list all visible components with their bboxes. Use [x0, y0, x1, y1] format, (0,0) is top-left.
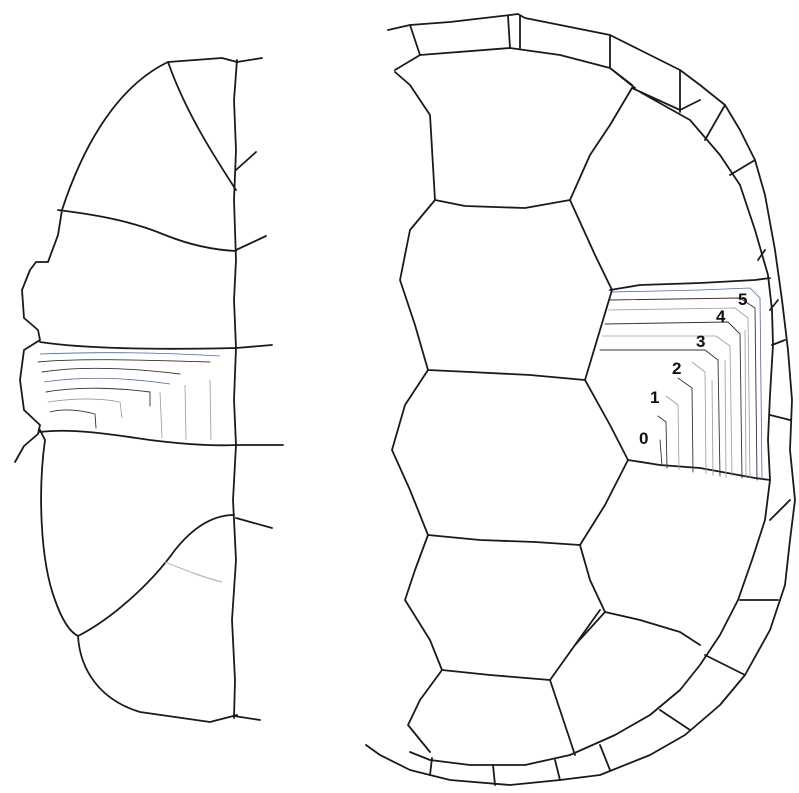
plastron-drawing — [15, 58, 283, 722]
plastron-seam-1 — [58, 210, 236, 251]
ring-label-2: 2 — [672, 359, 681, 378]
ring-label-4: 4 — [716, 307, 726, 326]
plastron-midline — [232, 60, 237, 718]
carapace-marginal-inner — [395, 48, 773, 765]
carapace-vertebral-1 — [395, 72, 632, 208]
carapace-vertebral-3 — [392, 370, 628, 545]
plastron-seam-gular — [168, 62, 236, 190]
plastron-seam-2 — [40, 342, 236, 349]
carapace-marginal-seams — [410, 16, 790, 785]
carapace-drawing: 0 1 2 3 4 5 — [366, 14, 795, 785]
plastron-midline-ticks — [234, 58, 283, 720]
carapace-vertebral-5 — [408, 670, 575, 755]
carapace-vertebral-2 — [400, 200, 612, 380]
plastron-growth-lines — [38, 353, 220, 440]
ring-label-3: 3 — [696, 332, 705, 351]
carapace-vertebral-4 — [405, 535, 605, 680]
plastron-seam-3 — [40, 431, 236, 446]
plastron-seam-4 — [78, 515, 234, 636]
plastron-faint-line — [165, 562, 222, 582]
ring-label-1: 1 — [650, 388, 659, 407]
ring-label-0: 0 — [639, 429, 648, 448]
ring-label-5: 5 — [738, 290, 747, 309]
plastron-outline — [15, 58, 237, 722]
